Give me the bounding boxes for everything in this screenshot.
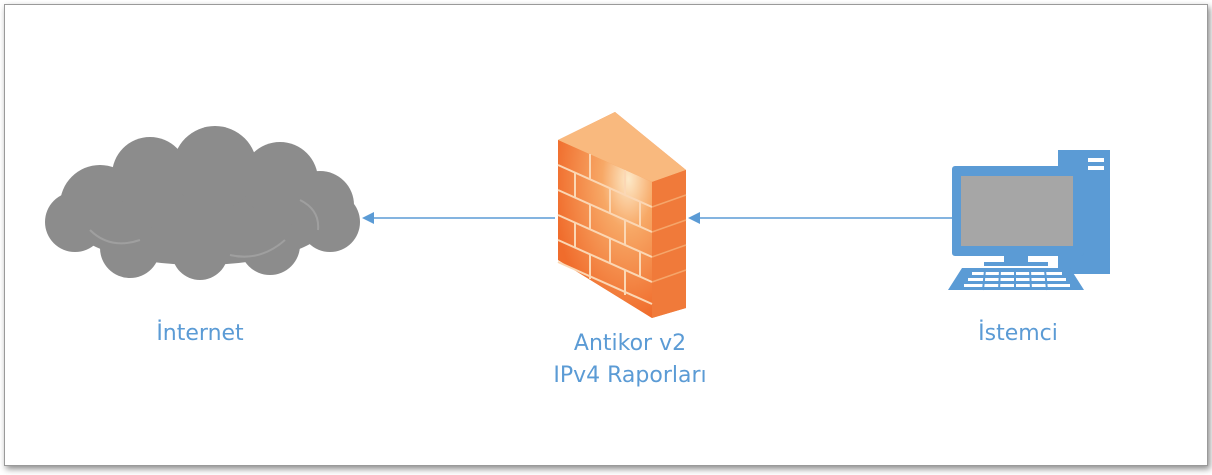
firewall-label-line1: Antikor v2 <box>573 331 687 356</box>
client-label: İstemci <box>978 321 1058 346</box>
firewall-label-line2: IPv4 Raporları <box>553 363 707 388</box>
desktop-computer-icon <box>948 150 1110 291</box>
cloud-icon <box>45 126 360 280</box>
firewall-icon <box>557 112 687 318</box>
internet-label: İnternet <box>156 321 244 346</box>
firewall-label: Antikor v2 IPv4 Raporları <box>520 328 740 392</box>
